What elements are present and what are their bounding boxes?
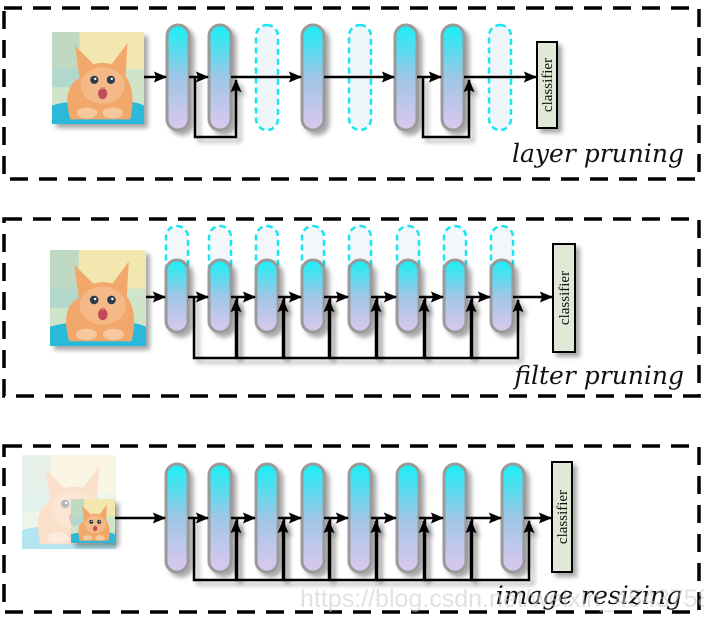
conv-layer [254,258,280,334]
conv-layer [164,462,190,574]
conv-layer [393,23,419,132]
conv-layer [500,462,526,574]
conv-layer [440,23,466,132]
classifier-label: classifier [555,490,571,544]
resized-image [71,499,115,543]
panel-label: filter pruning [512,361,684,390]
classifier-box [552,243,576,353]
panel-label: layer pruning [512,139,684,168]
panel-filter-pruning: classifier filter pruning [2,217,701,398]
conv-layer [207,258,233,334]
classifier-label: classifier [540,58,556,112]
conv-layer [165,23,191,132]
watermark: https://blog.csdn.net/weixin_45437587 [300,585,704,613]
panel-border [2,217,701,398]
kitten-image [50,250,146,346]
conv-layer [395,462,421,574]
conv-layer [164,258,190,334]
conv-layer [347,258,373,334]
kitten-image [52,32,144,124]
conv-layer [300,462,326,574]
classifier-box [551,461,573,573]
conv-layer [395,258,421,334]
input-image [50,250,146,346]
conv-layer [207,462,233,574]
input-image [22,455,116,549]
panel-layer-pruning: classifier layer pruning [2,6,701,181]
panel-border [2,444,701,614]
input-image [52,32,144,124]
panel-image-resizing: classifier image resizing [2,444,701,614]
conv-layer [254,462,280,574]
conv-layer [300,23,326,132]
conv-layer [207,23,233,132]
classifier-label: classifier [557,271,573,325]
skip-connection [470,297,524,360]
conv-layer [300,258,326,334]
conv-layer [442,462,468,574]
panel-label: image resizing [496,581,682,610]
skip-connection [470,518,535,582]
conv-layer [442,258,468,334]
skip-connection [193,77,242,139]
classifier-box [536,41,558,129]
skip-connection [421,77,475,139]
conv-layer [489,258,515,334]
conv-layer [347,462,373,574]
